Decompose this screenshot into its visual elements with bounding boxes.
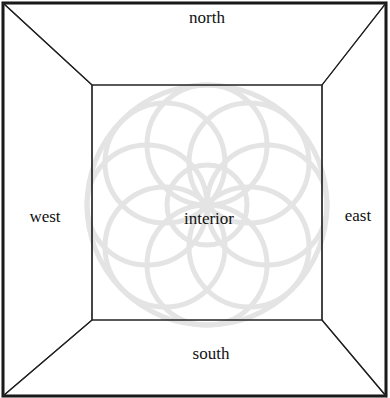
region-label: south	[193, 344, 230, 364]
region-outline	[322, 3, 386, 396]
rosette-petal	[189, 187, 309, 307]
north-region: north	[3, 3, 386, 85]
region-label: east	[345, 206, 371, 226]
region-outline	[322, 3, 386, 396]
region-label: interior	[184, 209, 234, 229]
east-region: east	[322, 3, 386, 396]
region-outline	[92, 85, 322, 320]
region-outline	[3, 3, 92, 396]
region-outline	[3, 3, 386, 85]
rosette-ring	[87, 85, 327, 325]
region-outline	[92, 85, 322, 320]
west-region: west	[3, 3, 92, 396]
region-label: north	[189, 8, 225, 28]
interior-region: interior	[92, 85, 322, 320]
region-outline	[3, 3, 92, 396]
region-outline	[3, 320, 386, 396]
region-label: west	[29, 207, 60, 227]
south-region: south	[3, 320, 386, 396]
outer-frame	[3, 3, 386, 396]
